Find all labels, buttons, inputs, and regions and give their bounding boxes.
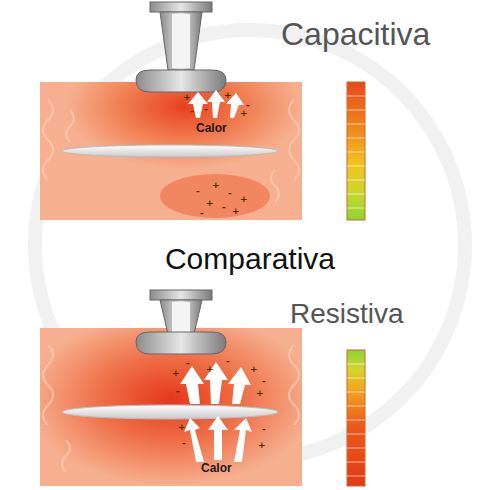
svg-text:-: - — [186, 358, 190, 368]
svg-text:-: - — [228, 188, 232, 198]
svg-text:-: - — [176, 386, 180, 396]
svg-text:+: + — [212, 180, 220, 190]
heat-label: Calor — [196, 121, 227, 135]
svg-text:-: - — [262, 424, 266, 434]
svg-text:-: - — [222, 202, 226, 212]
svg-text:-: - — [262, 376, 266, 386]
mode-label: Resistiva — [290, 298, 404, 330]
svg-text:-: - — [204, 104, 208, 114]
svg-text:+: + — [178, 422, 186, 432]
svg-text:+: + — [240, 108, 248, 118]
svg-text:+: + — [256, 388, 264, 398]
svg-text:+: + — [240, 194, 248, 204]
heat-label: Calor — [201, 461, 232, 475]
svg-text:+: + — [172, 368, 180, 378]
svg-text:-: - — [182, 438, 186, 448]
svg-text:+: + — [183, 92, 191, 102]
svg-text:+: + — [206, 364, 214, 374]
svg-text:-: - — [190, 106, 194, 116]
svg-text:+: + — [232, 206, 240, 216]
svg-text:-: - — [226, 356, 230, 366]
svg-text:+: + — [258, 440, 266, 450]
svg-text:+: + — [224, 90, 232, 100]
svg-text:-: - — [196, 186, 200, 196]
svg-text:-: - — [200, 208, 204, 218]
svg-text:+: + — [250, 364, 258, 374]
mode-label: Capacitiva — [281, 16, 430, 53]
title-text: Comparativa — [165, 242, 335, 276]
svg-text:+: + — [206, 198, 214, 208]
